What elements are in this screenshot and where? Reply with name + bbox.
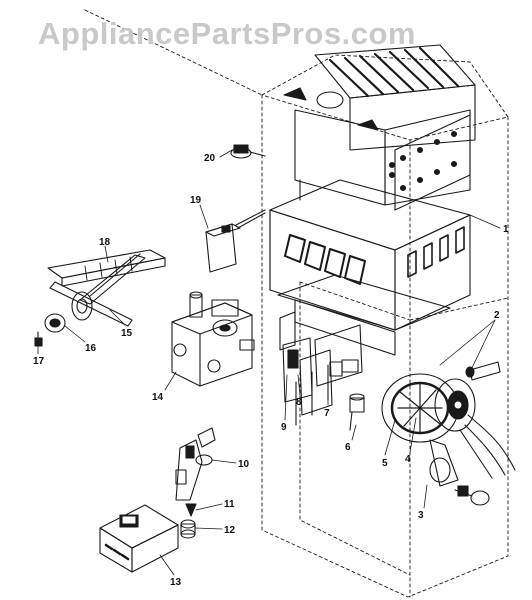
callout-6: 6 — [345, 442, 351, 453]
watermark-text: AppliancePartsPros.com — [38, 16, 416, 51]
callout-12: 12 — [224, 525, 236, 536]
callout-17: 17 — [33, 356, 45, 367]
burner-assembly — [47, 249, 166, 327]
igniter-grommet — [180, 519, 196, 539]
callout-13: 13 — [170, 577, 182, 588]
rollout-switch — [349, 393, 365, 431]
callout-4: 4 — [405, 454, 411, 465]
callout-2: 2 — [494, 310, 500, 321]
callout-14: 14 — [152, 392, 164, 403]
heat-exchanger — [269, 44, 476, 356]
callout-11: 11 — [224, 499, 235, 510]
callout-18: 18 — [99, 237, 111, 248]
callout-15: 15 — [121, 328, 133, 339]
igniter-tip — [185, 503, 197, 517]
inducer-blower — [381, 361, 516, 506]
callout-20: 20 — [204, 153, 216, 164]
callout-7: 7 — [324, 408, 330, 419]
transformer — [99, 504, 179, 573]
callout-3: 3 — [418, 510, 424, 521]
limit-switch — [230, 144, 266, 159]
callout-5: 5 — [382, 458, 388, 469]
hot-surface-igniter — [175, 427, 216, 501]
pressure-switch — [205, 209, 266, 273]
callout-19: 19 — [190, 195, 202, 206]
callout-16: 16 — [85, 343, 97, 354]
callout-10: 10 — [238, 459, 250, 470]
gas-valve — [171, 291, 255, 387]
callout-8: 8 — [296, 397, 302, 408]
callout-1: 1 — [503, 224, 509, 235]
burner-orifice — [44, 313, 66, 333]
control-brackets — [279, 311, 363, 426]
screw — [34, 331, 43, 347]
callout-9: 9 — [281, 422, 287, 433]
leader-lines — [37, 149, 501, 576]
